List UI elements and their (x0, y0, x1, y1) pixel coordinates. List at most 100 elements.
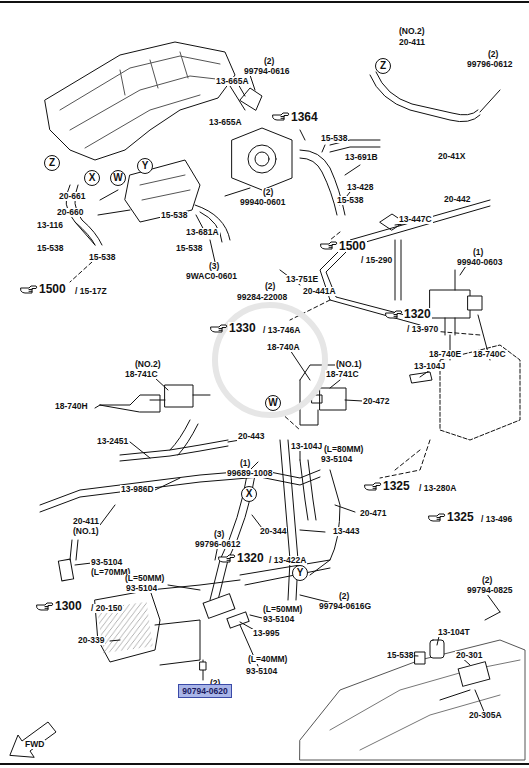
part-number: / 13-422A (268, 556, 307, 565)
reference-number: 1320 (403, 308, 432, 320)
part-number: 99796-0612 (466, 60, 513, 69)
part-number: 20-443 (237, 432, 265, 441)
part-number: 20-442 (443, 195, 471, 204)
part-number: 99794-0616 (243, 67, 290, 76)
part-number: FWD (24, 740, 45, 749)
reference-number: 1330 (228, 322, 257, 334)
part-number: (NO.2) (398, 27, 426, 36)
part-number: 13-428 (346, 183, 374, 192)
part-number: 20-661 (58, 192, 86, 201)
circle-letter: Z (49, 158, 55, 168)
connection-circle: W (110, 170, 126, 186)
part-number: 20-441A (302, 287, 337, 296)
part-number: 20-660 (56, 208, 84, 217)
part-number: 13-691B (344, 153, 379, 162)
circle-letter: Z (380, 61, 386, 71)
part-number: 18-740E (428, 350, 462, 359)
part-number: (NO.1) (72, 527, 100, 536)
part-number: 93-5104 (125, 584, 158, 593)
part-number: 18-741C (325, 370, 360, 379)
part-number: (NO.2) (134, 360, 162, 369)
reference-number: 1500 (338, 240, 367, 252)
part-number: 20-472 (362, 397, 390, 406)
part-number: / 15-290 (360, 256, 393, 265)
reference-number: 1364 (290, 111, 319, 123)
part-number: (L=40MM) (247, 655, 288, 664)
part-number: 13-104J (413, 362, 446, 371)
part-number: (L=50MM) (262, 605, 303, 614)
reference-number: 1320 (236, 552, 265, 564)
connection-circle: X (84, 170, 100, 186)
part-number: 20-301 (455, 651, 483, 660)
circle-letter: Y (297, 568, 304, 578)
part-number: 99940-0603 (456, 258, 503, 267)
part-number: 20-344 (259, 527, 287, 536)
part-number: 15-538 (386, 651, 414, 660)
part-number: 15-538 (175, 244, 203, 253)
connection-circle: Y (137, 158, 153, 174)
part-number: 15-538 (36, 244, 64, 253)
part-number: 99689-1008 (226, 469, 273, 478)
connection-circle: Y (292, 565, 308, 581)
circle-letter: Y (142, 161, 149, 171)
part-number: 15-538 (320, 134, 348, 143)
part-number: 99940-0601 (239, 198, 286, 207)
part-number: 18-740H (54, 402, 89, 411)
part-number: (2) (263, 57, 275, 66)
part-number: 13-986D (120, 485, 155, 494)
circle-letter: W (268, 398, 277, 408)
part-number: 20-41X (437, 152, 466, 161)
reference-number: 1325 (446, 511, 475, 523)
part-number: 13-116 (36, 221, 64, 230)
part-number: (2) (264, 282, 276, 291)
part-number: 9WAC0-0601 (185, 272, 238, 281)
part-number: 15-538 (160, 211, 188, 220)
part-number: 13-751E (285, 275, 319, 284)
part-number: 93-5104 (262, 615, 295, 624)
part-number: 99794-0616G (318, 602, 372, 611)
part-number: 13-995 (252, 629, 280, 638)
part-number: / 20-150 (90, 604, 123, 613)
part-number: / 13-496 (480, 515, 513, 524)
part-number: 20-471 (359, 509, 387, 518)
part-number: 13-447C (398, 215, 433, 224)
part-number: (2) (262, 188, 274, 197)
part-number: 18-740A (266, 343, 301, 352)
part-number: 13-665A (215, 77, 250, 86)
part-number: (1) (472, 248, 484, 257)
connection-circle: Z (44, 155, 60, 171)
connection-circle: W (265, 395, 281, 411)
circle-letter: X (89, 173, 96, 183)
part-number: 99794-0825 (466, 586, 513, 595)
part-number: 18-741C (124, 370, 159, 379)
part-number: 99796-0612 (194, 540, 241, 549)
part-number: (L=80MM) (323, 445, 364, 454)
part-number: (L=50MM) (124, 574, 165, 583)
part-number: 90794-0620 (182, 687, 227, 696)
part-number: (NO.1) (335, 360, 363, 369)
part-number: 20-305A (468, 711, 503, 720)
part-number: 93-5104 (320, 455, 353, 464)
part-number: / 15-17Z (74, 287, 108, 296)
part-number: 13-104T (437, 628, 471, 637)
part-number: 20-339 (77, 636, 105, 645)
part-number: 20-411 (72, 517, 100, 526)
part-number: / 13-746A (262, 326, 301, 335)
part-number: (3) (213, 530, 225, 539)
circle-letter: X (246, 489, 253, 499)
connection-circle: X (241, 486, 257, 502)
reference-number: 1325 (382, 480, 411, 492)
part-number: (2) (338, 592, 350, 601)
part-number: 13-655A (208, 118, 243, 127)
part-number: (3) (208, 262, 220, 271)
reference-number: 1500 (38, 283, 67, 295)
part-number: 15-538 (336, 196, 364, 205)
part-number: (2) (487, 50, 499, 59)
part-number: 18-740C (472, 350, 507, 359)
reference-number: 1300 (54, 600, 83, 612)
connection-circle: Z (375, 58, 391, 74)
part-number: (2) (481, 576, 493, 585)
part-number: 93-5104 (245, 667, 278, 676)
part-number: / 13-970 (406, 325, 439, 334)
